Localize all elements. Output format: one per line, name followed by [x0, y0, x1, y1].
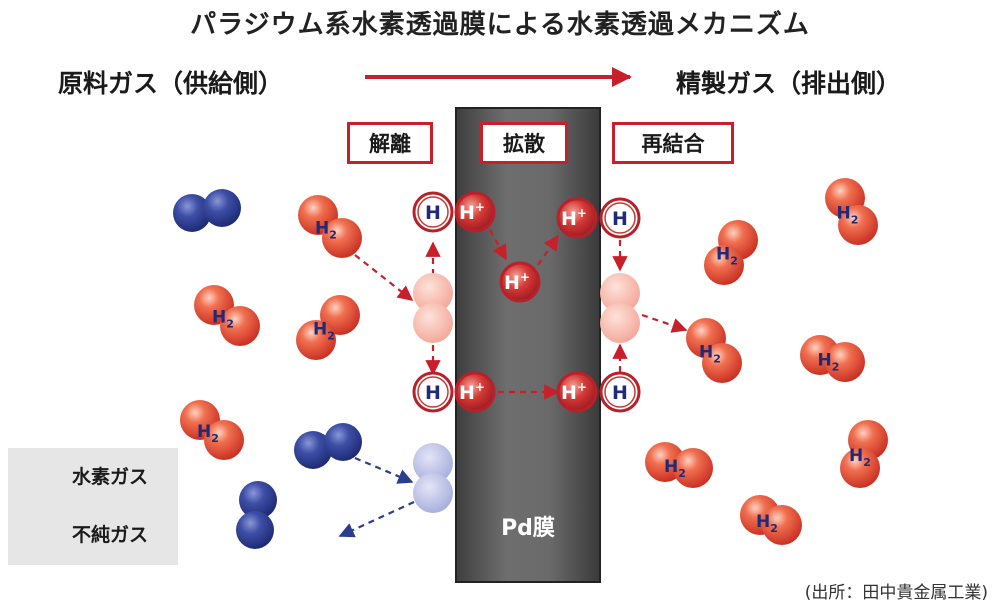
h2-molecule: H2 [686, 318, 742, 383]
legend-impurity-label: 不純ガス [72, 524, 149, 546]
impurity-arrows [338, 456, 415, 538]
impurity-molecule-2 [294, 423, 362, 469]
h2-label: H2 [849, 446, 871, 469]
hydrogen-atom: H [599, 371, 641, 413]
h2-molecule: H2 [800, 335, 865, 382]
h2-molecule: H2 [704, 220, 758, 285]
hydrogen-atom: H [412, 191, 454, 233]
feed-side-label: 原料ガス（供給側） [58, 69, 284, 98]
stage-diffusion-box: 拡散 [480, 122, 568, 164]
h2-label: H2 [818, 351, 840, 374]
legend: 水素ガス 不純ガス [8, 448, 178, 565]
stage-recombination-label: 再結合 [641, 132, 705, 156]
page-title: パラジウム系水素透過膜による水素透過メカニズム [190, 10, 810, 40]
proton-label: H+ [504, 270, 530, 294]
atom-label: H [425, 382, 441, 404]
hydrogen-proton: H+ [454, 371, 496, 413]
stage-recombination-box: 再結合 [612, 122, 734, 164]
proton-label: H+ [459, 200, 485, 224]
stage-diffusion-label: 拡散 [503, 132, 545, 156]
stage-dissociation-label: 解離 [369, 132, 411, 156]
atom-label: H [612, 208, 628, 230]
h2-label: H2 [664, 457, 686, 480]
h2-label: H2 [699, 343, 721, 366]
h2-label: H2 [837, 204, 859, 227]
atom-label: H [612, 382, 628, 404]
proton-label: H+ [561, 206, 587, 230]
legend-hydrogen-label: 水素ガス [72, 466, 149, 488]
dissociation-arrows [354, 229, 688, 400]
h2-molecule: H2 [298, 195, 362, 258]
dissociating-molecule-left [413, 273, 453, 343]
h2-molecule: H2 [645, 442, 713, 488]
hydrogen-proton: H+ [499, 261, 541, 303]
hydrogen-atom: H [412, 371, 454, 413]
h2-molecule: H2 [740, 495, 802, 545]
h2-label: H2 [212, 308, 234, 331]
proton-label: H+ [561, 380, 587, 404]
product-side-label: 精製ガス（排出側） [676, 69, 902, 98]
blocked-impurity-molecule [413, 443, 453, 513]
impurity-molecule-1 [173, 189, 241, 232]
pd-membrane [455, 107, 601, 583]
source-credit: (出所：田中貴金属工業) [804, 583, 988, 603]
hydrogen-proton: H+ [556, 371, 598, 413]
hydrogen-atoms: H H H H H+ H+ H+ H+ H+ [412, 191, 641, 413]
impurity-molecule-3 [236, 481, 277, 549]
h2-label: H2 [315, 219, 337, 242]
stage-dissociation-box: 解離 [347, 122, 433, 164]
h2-label: H2 [756, 512, 778, 535]
atom-label: H [425, 202, 441, 224]
h2-molecule: H2 [840, 420, 888, 488]
recombining-molecule-right [600, 273, 640, 343]
hydrogen-atom: H [599, 197, 641, 239]
h2-label: H2 [716, 245, 738, 268]
membrane-label: Pd膜 [501, 516, 555, 541]
h2-molecule: H2 [194, 285, 260, 346]
hydrogen-proton: H+ [454, 191, 496, 233]
h2-molecule: H2 [180, 400, 244, 460]
h2-molecule: H2 [296, 295, 360, 360]
hydrogen-proton: H+ [556, 197, 598, 239]
h2-label: H2 [197, 422, 219, 445]
h2-molecule: H2 [825, 178, 878, 245]
h2-label: H2 [313, 320, 335, 343]
proton-label: H+ [459, 380, 485, 404]
